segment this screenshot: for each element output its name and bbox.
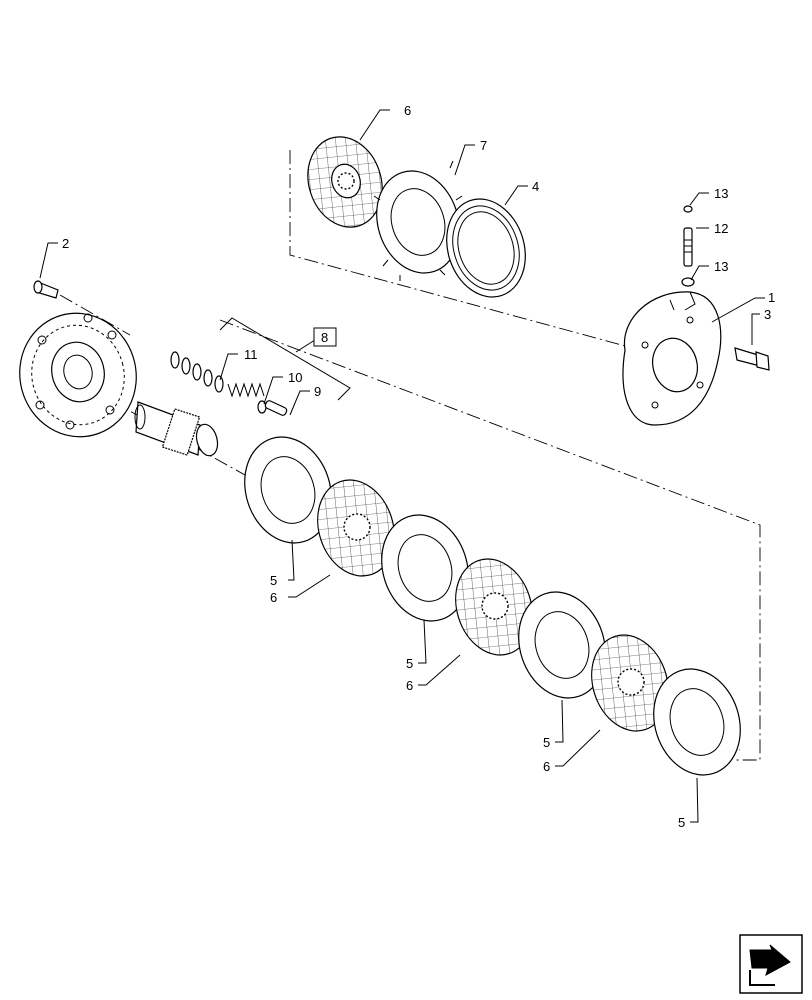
- callout-3: 3: [764, 307, 771, 322]
- callout-13-bottom: 13: [714, 259, 728, 274]
- callout-1: 1: [768, 290, 775, 305]
- callout-5d: 5: [678, 815, 685, 830]
- friction-disc-6b: [455, 558, 533, 656]
- washer-13-top: [683, 205, 693, 213]
- friction-disc-top: [307, 136, 383, 228]
- pin-12: [683, 227, 693, 267]
- next-page-arrow-icon[interactable]: [739, 934, 803, 994]
- washer-13-bottom: [681, 277, 695, 287]
- hub-flange: [19, 312, 137, 438]
- callout-2: 2: [62, 236, 69, 251]
- separator-plate-7: [373, 160, 463, 281]
- bolt-3: [734, 347, 770, 371]
- brake-housing-1: [622, 291, 722, 426]
- callout-6a: 6: [270, 590, 277, 605]
- callout-8: 8: [321, 330, 328, 345]
- friction-disc-6a: [317, 479, 395, 577]
- pin-9: [264, 400, 288, 416]
- bolt-2: [33, 280, 59, 299]
- callout-6b: 6: [406, 678, 413, 693]
- splined-shaft: [134, 401, 219, 457]
- seal-ring-4: [446, 198, 526, 298]
- callout-4: 4: [532, 179, 539, 194]
- callout-11: 11: [244, 347, 258, 362]
- callout-13-top: 13: [714, 186, 728, 201]
- separator-plate-5d: [653, 668, 741, 776]
- callout-5c: 5: [543, 735, 550, 750]
- separator-plate-5b: [381, 514, 469, 622]
- friction-disc-6c: [591, 634, 669, 732]
- callout-6-top: 6: [404, 103, 411, 118]
- separator-plate-5c: [518, 591, 606, 699]
- spring-10: [227, 382, 267, 414]
- callout-6c: 6: [543, 759, 550, 774]
- callout-5a: 5: [270, 573, 277, 588]
- callout-9: 9: [314, 384, 321, 399]
- leader-lines: [39, 109, 765, 823]
- washer-stack-11: [170, 351, 224, 393]
- callout-5b: 5: [406, 656, 413, 671]
- callout-7: 7: [480, 138, 487, 153]
- callout-10: 10: [288, 370, 302, 385]
- separator-plate-5a: [244, 436, 332, 544]
- callout-box-8: [313, 327, 337, 347]
- callout-12: 12: [714, 221, 728, 236]
